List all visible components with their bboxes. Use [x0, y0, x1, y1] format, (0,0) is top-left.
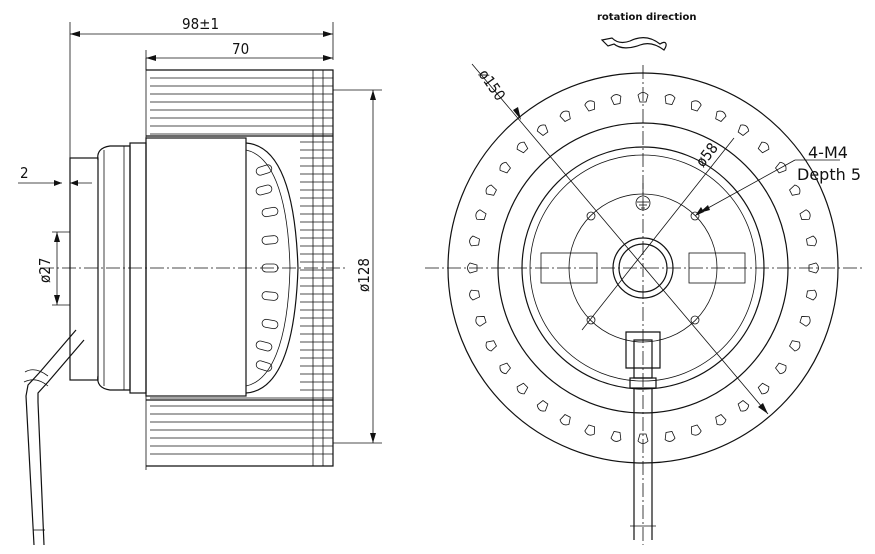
ground-icon — [635, 183, 651, 211]
shaft-diameter-label: ø27 — [36, 258, 54, 283]
dimension-flange-offset: 2 — [18, 164, 92, 186]
dimension-thread: 4-M4 Depth 5 — [698, 143, 861, 214]
dimension-impeller-diameter: ø128 — [333, 89, 382, 444]
impeller-width-label: 70 — [232, 40, 249, 58]
impeller-blades — [145, 58, 334, 470]
motor-flange — [69, 137, 247, 397]
cable-gland — [625, 331, 661, 540]
dimension-overall-length: 98±1 — [69, 15, 334, 160]
thread-spec-label: 4-M4 — [808, 143, 848, 162]
dimension-bolt-circle: ø58 — [581, 137, 735, 331]
side-view: 98±1 70 2 ø27 — [18, 15, 382, 546]
overall-length-label: 98±1 — [182, 15, 219, 33]
rotation-arrow-icon — [600, 37, 667, 51]
outer-diameter-label: ø150 — [475, 66, 509, 104]
thread-depth-label: Depth 5 — [797, 165, 861, 184]
rotor-hub — [245, 142, 299, 394]
dimension-outer-diameter: ø150 — [471, 63, 769, 415]
dimension-impeller-width: 70 — [145, 40, 333, 70]
dimension-shaft-diameter: ø27 — [36, 231, 70, 306]
flange-offset-label: 2 — [20, 164, 29, 182]
cable — [23, 329, 85, 546]
rim-vent-holes — [467, 92, 819, 444]
rotation-direction-label: rotation direction — [597, 12, 696, 23]
mounting-holes — [586, 211, 700, 325]
impeller-diameter-label: ø128 — [355, 258, 373, 292]
front-view: rotation direction — [425, 12, 865, 545]
